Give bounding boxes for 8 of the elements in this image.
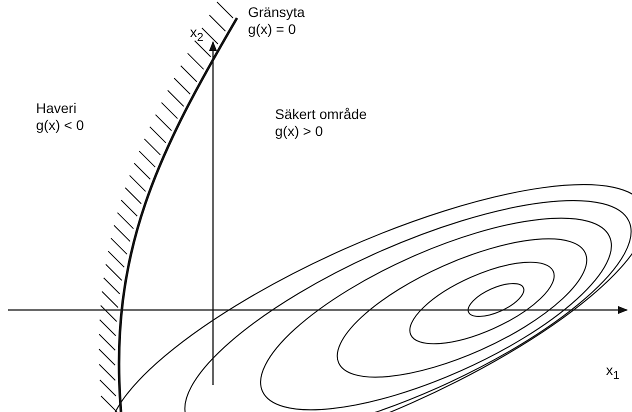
region-label: g(x) < 0 [36, 117, 84, 133]
region-label: g(x) = 0 [248, 21, 296, 37]
region-label: g(x) > 0 [275, 123, 323, 139]
region-label: Säkert område [275, 106, 367, 122]
axis-label: x$_{1}$ [606, 362, 620, 384]
region-label: Gränsyta [248, 4, 305, 20]
axis-label: x$_{2}$ [190, 24, 204, 46]
region-label: Haveri [36, 100, 76, 116]
